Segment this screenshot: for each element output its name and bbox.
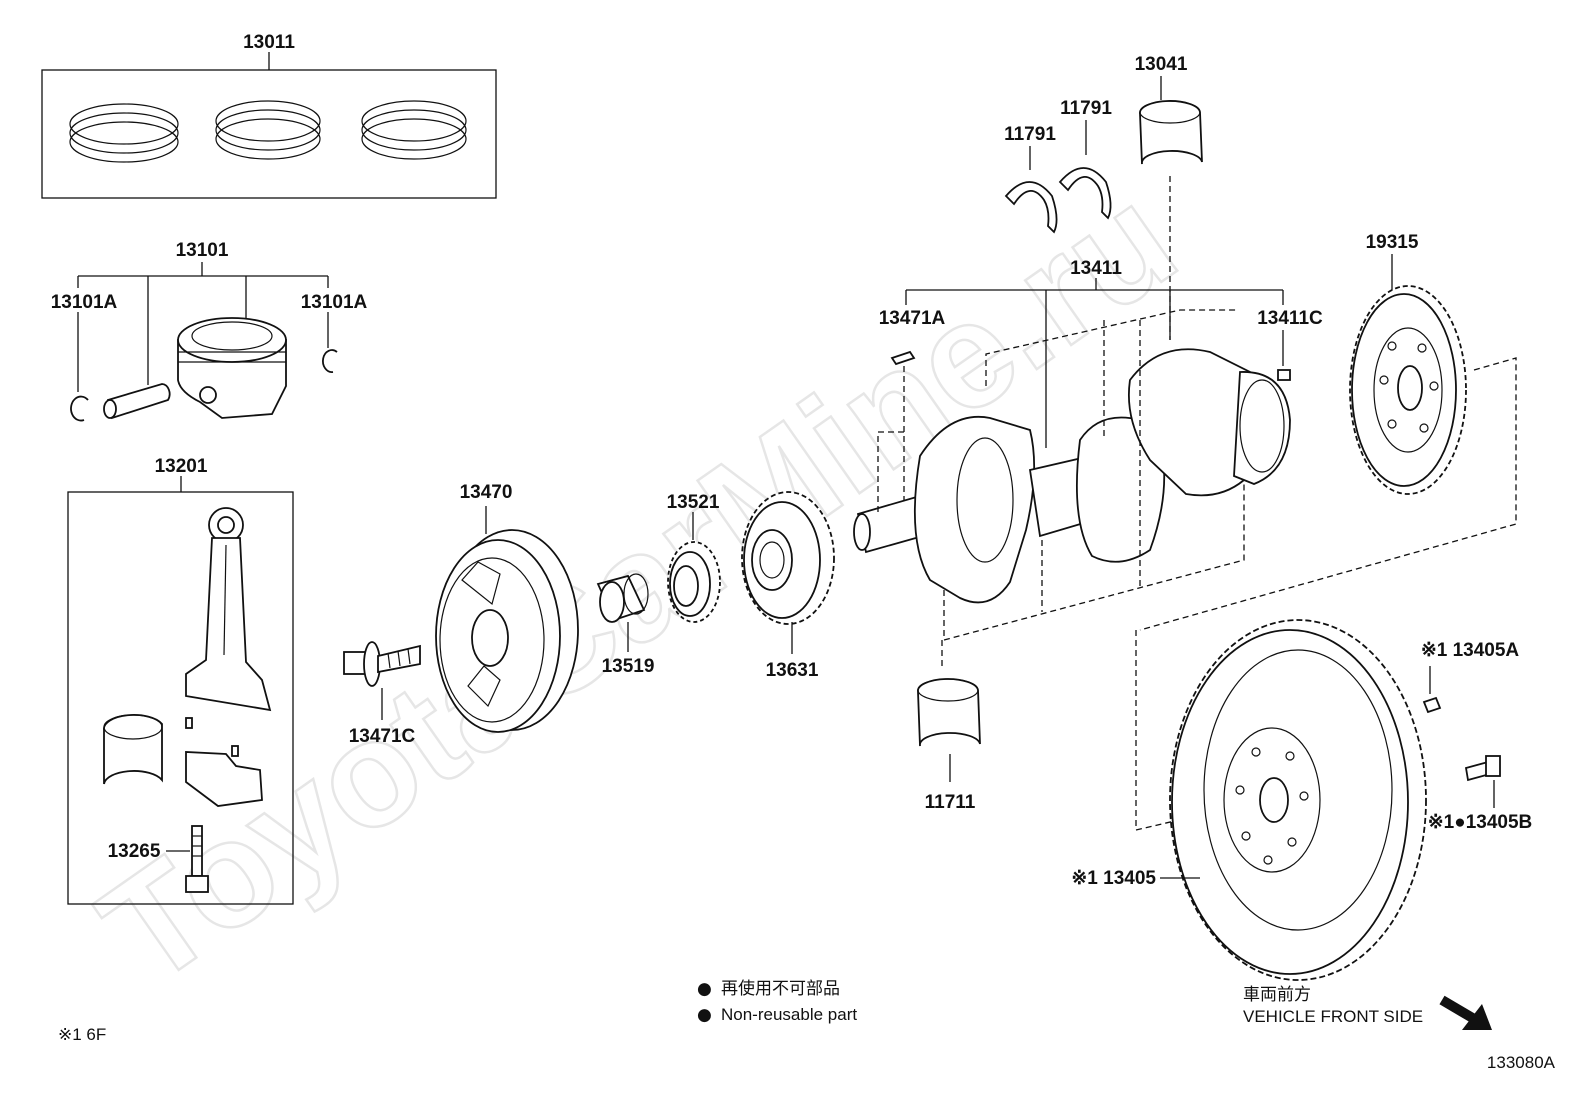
piston-ring-3 bbox=[361, 100, 467, 160]
legend-marker-jp: ● bbox=[697, 979, 712, 999]
crankshaft-gear bbox=[741, 491, 835, 654]
label-13265: 13265 bbox=[108, 841, 161, 862]
label-11791-b: 11791 bbox=[1060, 98, 1112, 119]
snap-ring-left bbox=[70, 395, 89, 422]
label-19315: 19315 bbox=[1366, 232, 1419, 253]
thrust-washer-1 bbox=[1004, 146, 1058, 234]
legend-jp: 再使用不可部品 bbox=[721, 978, 840, 999]
rod-bearing bbox=[103, 714, 163, 785]
front-jp: 車両前方 bbox=[1243, 985, 1311, 1005]
label-13411C: 13411C bbox=[1257, 308, 1323, 329]
main-bearing-upper bbox=[1139, 76, 1203, 340]
label-13405B: ※1●13405B bbox=[1428, 812, 1533, 833]
rod-bolt bbox=[185, 825, 209, 893]
timing-sprocket bbox=[667, 512, 721, 623]
label-13405: ※1 13405 bbox=[1071, 868, 1156, 889]
rod-cap bbox=[185, 717, 263, 807]
label-13041: 13041 bbox=[1135, 54, 1188, 75]
flywheel-bolt bbox=[1464, 755, 1501, 808]
legend: ● 再使用不可部品 ● Non-reusable part bbox=[697, 978, 857, 1025]
legend-marker-en: ● bbox=[697, 1005, 712, 1025]
flywheel bbox=[1135, 619, 1427, 981]
label-13631: 13631 bbox=[766, 660, 819, 681]
label-13201: 13201 bbox=[155, 456, 208, 477]
label-13011: 13011 bbox=[243, 32, 295, 53]
flywheel-dowel bbox=[1422, 666, 1442, 714]
piston-assembly bbox=[70, 262, 338, 422]
front-arrow-icon bbox=[1439, 995, 1492, 1030]
thrust-washer-2 bbox=[1058, 120, 1112, 220]
crank-pin bbox=[1277, 369, 1291, 381]
label-13519: 13519 bbox=[602, 656, 655, 677]
piston-pin bbox=[103, 383, 171, 420]
label-13521: 13521 bbox=[667, 492, 720, 513]
vehicle-front-indicator: 車両前方 VEHICLE FRONT SIDE bbox=[1243, 985, 1492, 1030]
front-en: VEHICLE FRONT SIDE bbox=[1243, 1007, 1423, 1026]
piston-ring-2 bbox=[215, 100, 321, 160]
crank-position-rotor bbox=[1139, 254, 1517, 631]
label-13411: 13411 bbox=[1070, 258, 1122, 279]
connecting-rod-assembly bbox=[67, 476, 294, 905]
label-13101A-right: 13101A bbox=[301, 292, 368, 313]
piston bbox=[177, 317, 287, 419]
piston-ring-set bbox=[41, 52, 497, 199]
crank-key bbox=[890, 350, 916, 366]
label-13471C: 13471C bbox=[349, 726, 416, 747]
crankshaft-pulley bbox=[435, 506, 579, 733]
crank-spacer bbox=[596, 573, 649, 652]
label-11711: 11711 bbox=[925, 792, 976, 813]
pulley-bolt bbox=[343, 641, 421, 720]
connecting-rod bbox=[185, 507, 272, 712]
piston-ring-1 bbox=[69, 103, 179, 163]
label-13101: 13101 bbox=[176, 240, 229, 261]
snap-ring-right bbox=[322, 349, 338, 373]
footnote: ※1 6F bbox=[58, 1025, 106, 1044]
legend-en: Non-reusable part bbox=[721, 1005, 857, 1024]
crankshaft bbox=[853, 278, 1291, 668]
label-13101A-left: 13101A bbox=[51, 292, 118, 313]
label-13471A: 13471A bbox=[879, 308, 946, 329]
figure-code: 133080A bbox=[1487, 1053, 1556, 1072]
main-bearing-lower bbox=[917, 678, 981, 782]
label-13405A: ※1 13405A bbox=[1421, 640, 1520, 661]
label-13470: 13470 bbox=[460, 482, 513, 503]
label-11791-a: 11791 bbox=[1004, 124, 1056, 145]
